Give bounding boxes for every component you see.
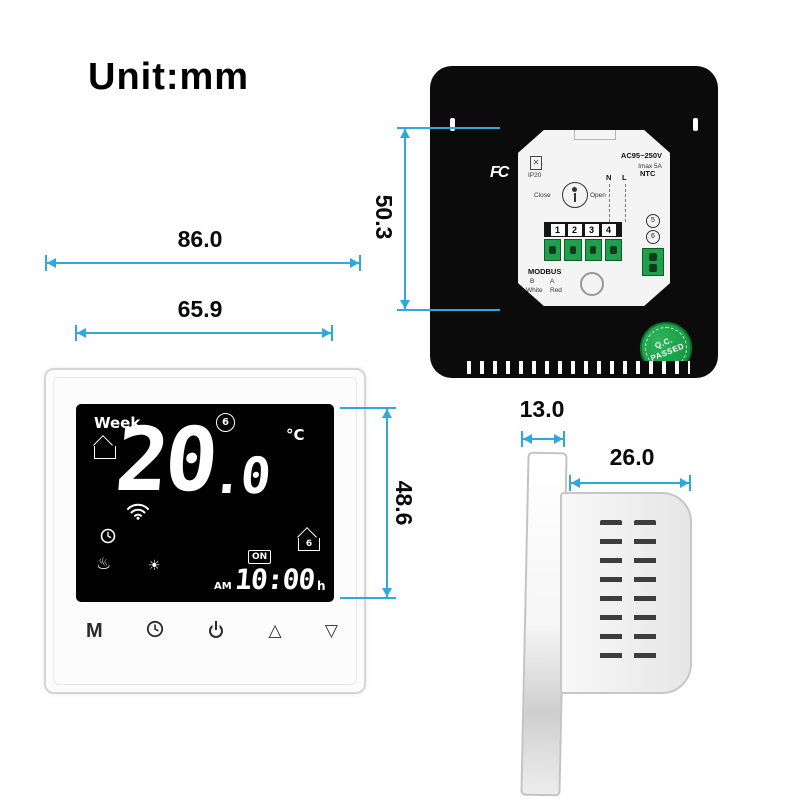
open-label: Open [590, 192, 606, 199]
wiring-line [625, 184, 626, 222]
extension-line [340, 407, 396, 409]
dim-screen-width-line [75, 325, 333, 341]
time-button-clock-icon [146, 620, 164, 643]
thermostat-front-view: Week 6 20 .0 °C [44, 368, 366, 694]
screw-terminal [604, 239, 622, 261]
modbus-label: MODBUS [528, 267, 562, 276]
dim-front-width-label: 86.0 [177, 226, 223, 252]
screw-terminal [584, 239, 602, 261]
dim-screen-height-line [379, 407, 395, 599]
screw-slot-left [450, 118, 455, 131]
wifi-icon [126, 502, 150, 524]
extension-line [404, 309, 500, 311]
touch-button-row: M △ ▽ [86, 618, 338, 644]
meridiem-label: AM [214, 581, 232, 592]
vent-teeth [458, 361, 690, 374]
wire-red-label: Red [550, 287, 562, 294]
weee-bin-icon: ✕ [530, 156, 542, 170]
close-label: Close [534, 192, 551, 199]
hour-unit: h [317, 579, 326, 593]
glass-panel-edge [53, 377, 357, 685]
fcc-logo: FC [490, 164, 509, 181]
clock-icon [100, 528, 116, 548]
heating-icon: ♨ [96, 554, 112, 574]
wire-white-label: White [526, 287, 543, 294]
lcd-screen: Week 6 20 .0 °C [76, 404, 334, 602]
temperature-decimal: .0 [210, 446, 272, 505]
day-badge: 6 [216, 413, 235, 432]
week-label: Week [94, 414, 141, 432]
on-badge: ON [248, 550, 272, 564]
dim-module-depth-line [569, 475, 691, 491]
dim-module-depth-label: 26.0 [609, 444, 655, 470]
mode-button: M [86, 619, 103, 642]
terminal-n-label: N [606, 173, 612, 182]
temperature-unit: °C [286, 426, 305, 444]
ip-rating: IP20 [528, 172, 542, 179]
vent-slots [600, 520, 622, 666]
sun-icon: ☀ [148, 558, 161, 574]
up-button: △ [268, 621, 282, 641]
power-button-icon [207, 621, 225, 640]
terminal-number: 2 [567, 223, 582, 236]
vent-slots [634, 520, 656, 666]
thermostat-side-view-module [560, 492, 692, 694]
terminal-number: 1 [550, 223, 565, 236]
ntc-label: NTC [640, 169, 656, 178]
qc-passed-text: Q.C. PASSED [649, 335, 686, 363]
down-button: ▽ [324, 621, 338, 641]
dim-screen-height-label: 48.6 [391, 480, 417, 526]
terminal-l-label: L [622, 173, 627, 182]
dim-back-depth-line [397, 127, 413, 311]
voltage-label: AC95~250V [620, 151, 662, 160]
extension-line [340, 597, 396, 599]
dim-panel-thickness-line [521, 431, 565, 447]
time-value: 10:00 [233, 563, 316, 597]
aux-terminal-number: 6 [646, 230, 660, 244]
mounting-hole [580, 272, 604, 296]
extension-line [404, 127, 500, 129]
floor-heating-house-icon [94, 446, 116, 459]
temperature-integer: 20 [111, 408, 219, 511]
installer-icon [562, 182, 588, 208]
back-module: ✕ IP20 AC95~250V Imax 5A N L NTC Open Cl… [518, 130, 670, 306]
screw-slot-right [693, 118, 698, 131]
aux-terminal-number: 5 [646, 214, 660, 228]
house-day-number: 6 [305, 539, 313, 549]
wiring-line [609, 184, 610, 222]
screw-terminal [544, 239, 562, 261]
imax-label: Imax 5A [638, 163, 662, 170]
screw-terminal-block [544, 239, 622, 261]
aux-terminal-block [642, 248, 664, 276]
terminal-number: 4 [601, 223, 616, 236]
dim-screen-width-label: 65.9 [177, 296, 223, 322]
module-top-tab [574, 130, 616, 140]
modbus-b-label: B [530, 278, 535, 285]
terminal-number: 3 [584, 223, 599, 236]
modbus-a-label: A [550, 278, 555, 285]
house-day-icon: 6 [298, 538, 320, 551]
time-readout: AM 10:00 h [214, 563, 326, 597]
thermostat-back-view: FC ✕ IP20 AC95~250V Imax 5A N L NTC Open… [430, 66, 718, 378]
dim-back-depth-label: 50.3 [371, 194, 397, 240]
temperature-readout: 20 .0 [111, 408, 273, 511]
dim-front-width-line [45, 255, 361, 271]
unit-label: Unit:mm [88, 56, 250, 98]
dim-panel-thickness-label: 13.0 [519, 396, 565, 422]
terminal-number-strip: 1 2 3 4 [544, 222, 622, 237]
screw-terminal [564, 239, 582, 261]
